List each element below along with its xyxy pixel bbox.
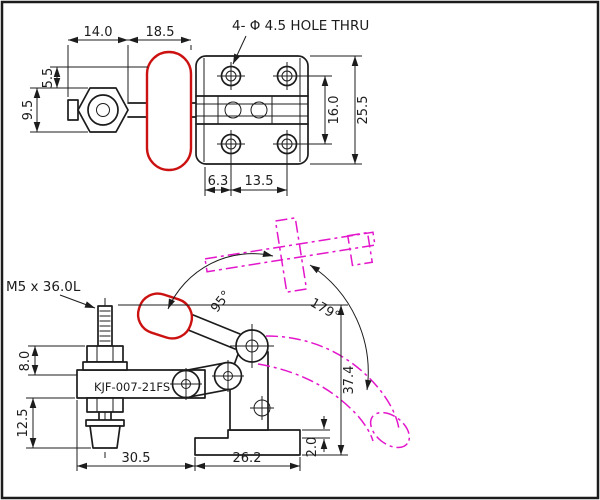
upper-hex-nut bbox=[86, 345, 124, 363]
spindle-assembly-side bbox=[82, 305, 128, 449]
dim-2-label: 2.0 bbox=[305, 437, 320, 458]
dim-18-5-label: 18.5 bbox=[146, 25, 175, 40]
open-position-handle bbox=[257, 335, 411, 449]
hole-bottom-left bbox=[217, 130, 245, 158]
dim-16-label: 16.0 bbox=[327, 96, 342, 125]
open-position-arm bbox=[204, 217, 376, 293]
annotations: 4- Φ 4.5 HOLE THRU 14.0 18.5 5.5 9.5 16.… bbox=[6, 18, 371, 466]
dim-9-5-label: 9.5 bbox=[21, 100, 36, 121]
rubber-foot bbox=[89, 425, 121, 449]
upright-hole bbox=[250, 396, 274, 420]
clamp-arm-top bbox=[195, 58, 309, 162]
hole-top-left bbox=[217, 62, 245, 90]
hole-bottom-right bbox=[273, 130, 301, 158]
foot-flange bbox=[85, 419, 125, 427]
dim-8-label: 8.0 bbox=[18, 351, 33, 372]
dim-14-label: 14.0 bbox=[84, 25, 113, 40]
dim-12-5-label: 12.5 bbox=[16, 409, 31, 438]
dim-30-5-label: 30.5 bbox=[122, 451, 151, 466]
side-view-dimensions bbox=[26, 294, 348, 471]
hole-top-right bbox=[273, 62, 301, 90]
top-view-dimensions bbox=[30, 35, 362, 196]
side-view bbox=[26, 217, 411, 471]
dim-5-5-label: 5.5 bbox=[41, 68, 56, 89]
linkage bbox=[170, 360, 244, 400]
handle-grip-top bbox=[145, 50, 193, 172]
dim-25-5-label: 25.5 bbox=[356, 96, 371, 125]
angle-95-label: 95° bbox=[208, 288, 234, 315]
hole-note-label: 4- Φ 4.5 HOLE THRU bbox=[232, 18, 369, 34]
handle-grip-side bbox=[136, 292, 194, 340]
lower-hex-nut bbox=[86, 397, 124, 413]
clamp-base-side bbox=[194, 429, 301, 456]
rotation-arcs bbox=[167, 250, 372, 391]
thread-note-label: M5 x 36.0L bbox=[6, 279, 81, 295]
spindle-hex-top bbox=[67, 87, 129, 133]
thread-ticks bbox=[99, 310, 111, 342]
dim-6-3-label: 6.3 bbox=[208, 174, 229, 189]
mounting-base-top bbox=[195, 55, 309, 165]
mounting-holes bbox=[217, 62, 301, 158]
dim-13-5-label: 13.5 bbox=[245, 174, 274, 189]
model-number-label: KJF-007-21FS bbox=[94, 380, 170, 394]
dim-37-4-label: 37.4 bbox=[342, 366, 357, 395]
top-view bbox=[30, 35, 362, 196]
angle-179-label: 179° bbox=[307, 296, 342, 325]
main-pivot bbox=[230, 324, 274, 368]
dim-26-2-label: 26.2 bbox=[233, 451, 262, 466]
washer bbox=[82, 361, 128, 371]
